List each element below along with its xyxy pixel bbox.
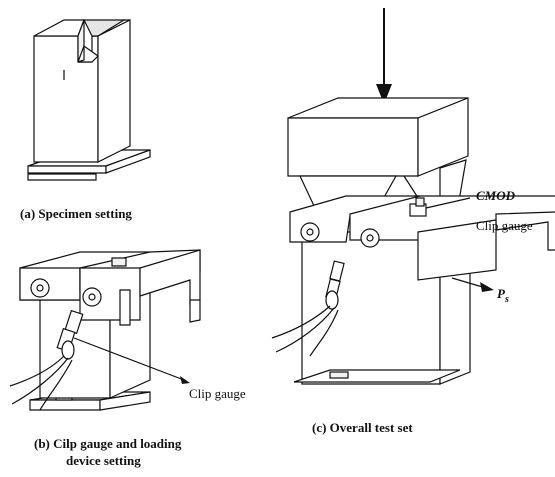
cmod-label: CMOD (476, 188, 516, 203)
load-arrow-icon (376, 84, 392, 104)
ps-sub: s (504, 294, 509, 305)
caption-b-line1: (b) Cilp gauge and loading (34, 436, 182, 451)
ps-label: Ps (497, 286, 509, 305)
specimen-drawing (27, 19, 151, 181)
clip-gauge-label-b: Clip gauge (189, 386, 246, 401)
ps-main: P (497, 286, 506, 301)
caption-c: (c) Overall test set (312, 420, 413, 435)
caption-b-line2: device setting (66, 453, 141, 468)
ps-arrow-icon (480, 282, 494, 292)
clip-gauge-label-c: Clip gauge (476, 218, 533, 233)
loading-device-drawing (9, 249, 201, 411)
overall-setup-drawing (271, 8, 555, 385)
caption-a: (a) Specimen setting (20, 206, 132, 221)
